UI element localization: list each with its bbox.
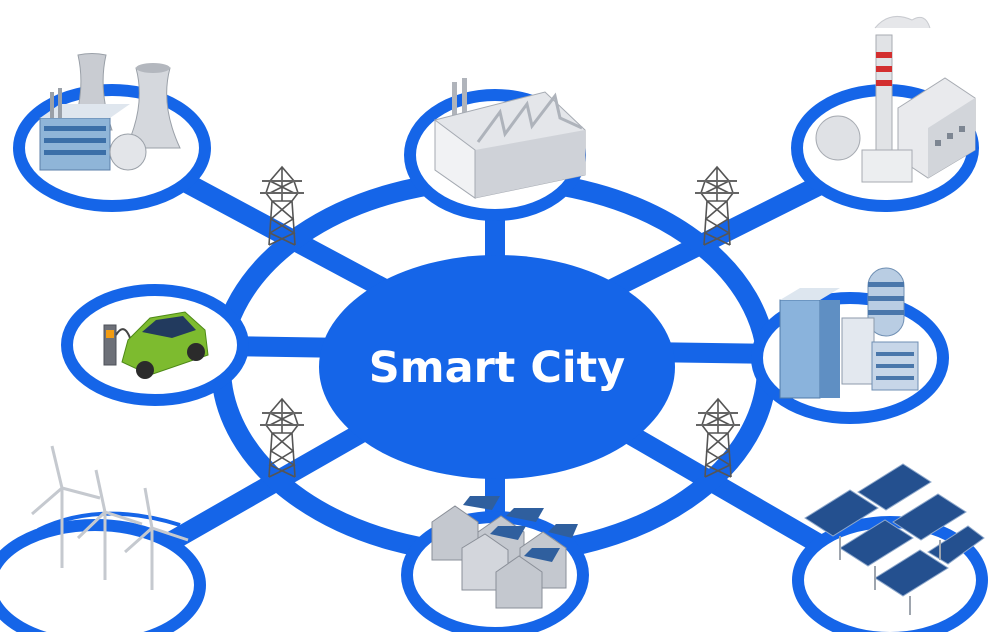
node-office-buildings <box>751 267 949 424</box>
node-thermal-power-plant <box>791 15 979 212</box>
node-nuclear-plant <box>13 53 211 212</box>
node-wind-farm <box>0 445 206 632</box>
smart-city-hub: Smart City <box>319 255 675 479</box>
electric-car-charging-icon <box>103 311 209 379</box>
wind-turbine-icon <box>31 445 189 590</box>
solar-panel-array-icon <box>804 463 985 615</box>
solar-houses-icon <box>431 496 578 609</box>
node-electric-vehicle-charging <box>61 284 249 406</box>
office-buildings-icon <box>779 267 919 399</box>
nuclear-plant-icon <box>39 53 181 171</box>
hub-label: Smart City <box>369 343 625 393</box>
power-plant-smokestack-icon <box>815 15 976 183</box>
node-residential-solar-houses <box>401 496 589 632</box>
factory-icon <box>434 78 586 199</box>
node-factory <box>404 78 586 221</box>
node-solar-farm <box>792 463 988 632</box>
